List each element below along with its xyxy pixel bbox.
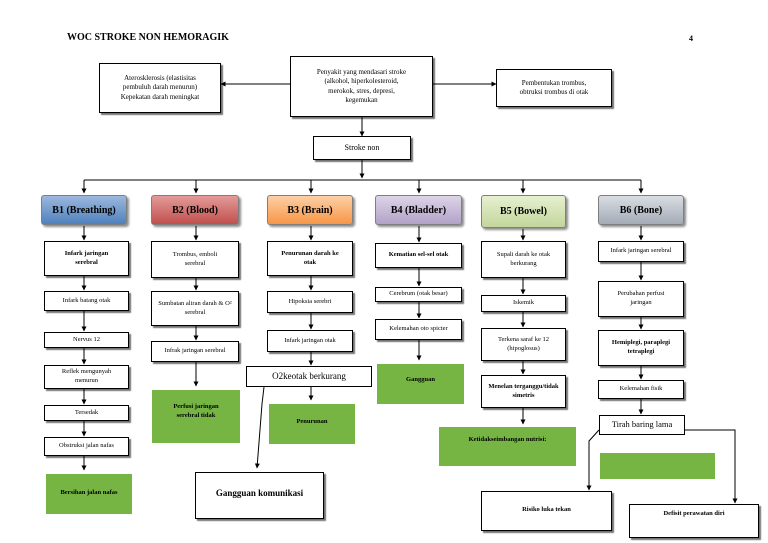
b6-step-infark-serebral: Infark jaringan serebral <box>598 241 684 262</box>
b6-step-hemiplegi: Hemiplegi, paraplegi tetraplegi <box>598 330 684 366</box>
b5-step-menelan: Menelan terganggu/tidak simetris <box>481 375 566 408</box>
box-line: Pembentukan trombus, <box>521 78 587 87</box>
penyakit-dasar-box: Penyakit yang mendasari stroke (alkohol,… <box>290 56 433 117</box>
b4-step-kematian-sel: Kematian sel-sel otak <box>375 243 462 268</box>
b3-step-infark-otak: Infark jaringan otak <box>267 330 353 352</box>
b3-result: Penurunan <box>269 404 355 444</box>
aterosklerosis-box: Aterosklerosis (elastisitas pembuluh dar… <box>99 63 221 113</box>
box-line: Kepekatan darah meningkat <box>120 92 200 101</box>
box-line: Stroke non <box>344 142 380 152</box>
page-number: 4 <box>689 34 693 43</box>
box-line: Penyakit yang mendasari stroke <box>316 67 407 76</box>
box-line: merokok, stres, depresi, <box>328 86 395 95</box>
head-breathing: B1 (Breathing) <box>41 195 127 225</box>
b4-step-cerebrum: Cerebrum (otak besar) <box>375 287 462 302</box>
b4-step-kelemahan: Kelemahan oto spicter <box>375 319 462 340</box>
b1-step-infark-serebral: Infark jaringan serebral <box>44 241 129 276</box>
b1-step-reflek: Reflek mengunyah menurun <box>44 365 129 389</box>
stroke-non-box: Stroke non <box>313 136 411 160</box>
box-line: pembuluh darah menurun) <box>122 83 198 92</box>
page-title: WOC STROKE NON HEMORAGIK <box>67 32 229 43</box>
head-blood: B2 (Blood) <box>151 195 239 225</box>
b4-result: Gangguan <box>377 364 464 404</box>
box-line: obtruksi trombus di otak <box>519 88 589 96</box>
head-brain: B3 (Brain) <box>267 195 353 225</box>
box-line: kegemukan <box>345 95 378 104</box>
b5-step-saraf-12: Terkena saraf ke 12 (hipoglosus) <box>481 328 566 361</box>
b1-step-infark-batang: Infark batang otak <box>44 291 129 311</box>
head-bone: B6 (Bone) <box>598 195 684 225</box>
b1-result: Bersihan jalan nafas <box>46 474 132 514</box>
b2-step-sumbatan: Sumbatan aliran darah & O² serebral <box>151 291 239 326</box>
b6-result-perawatan-diri: Defisit perawatan diri <box>629 504 759 538</box>
head-bowel: B5 (Bowel) <box>481 195 566 228</box>
b5-step-iskemik: Iskemik <box>481 295 566 312</box>
b2-step-trombus: Trombus, emboli serebral <box>151 241 239 278</box>
head-bladder: B4 (Bladder) <box>375 195 462 225</box>
box-line: Aterosklerosis (elastisitas <box>124 73 196 82</box>
b6-step-kelemahan-fisik: Kelemahan fisik <box>598 380 684 399</box>
b5-step-suplai-darah: Supali darah ke otak berkurang <box>481 241 566 278</box>
b6-result-luka-tekan: Risiko luka tekan <box>481 491 612 531</box>
trombus-box: Pembentukan trombus, obtruksi trombus di… <box>496 69 612 107</box>
b6-step-tirah-baring: Tirah baring lama <box>599 415 685 435</box>
b1-step-obstruksi: Obstruksi jalan nafas <box>44 437 129 456</box>
box-line: (alkohol, hiperkolesteroid, <box>324 77 399 86</box>
b2-result: Perfusi jaringan serebral tidak <box>152 390 240 443</box>
b3-step-penurunan-darah: Penurunan darah ke otak <box>267 241 353 276</box>
b5-result: Ketidakseimbangan nutrisi: <box>439 427 576 466</box>
b2-step-infrak: Infrak jaringan serebral <box>151 341 239 362</box>
b1-step-tersedak: Tersedak <box>44 405 129 421</box>
b3-step-hipoksia: Hipoksia serebri <box>267 291 353 313</box>
b6-step-perubahan-perfusi: Perubahan perfusi jaringan <box>598 281 684 317</box>
b6-result <box>600 453 715 479</box>
b1-step-nervus: Nervus 12 <box>44 332 129 348</box>
b3-result-communication: Gangguan komunikasi <box>195 472 324 519</box>
b3-step-o2: O2keotak berkurang <box>246 366 372 387</box>
